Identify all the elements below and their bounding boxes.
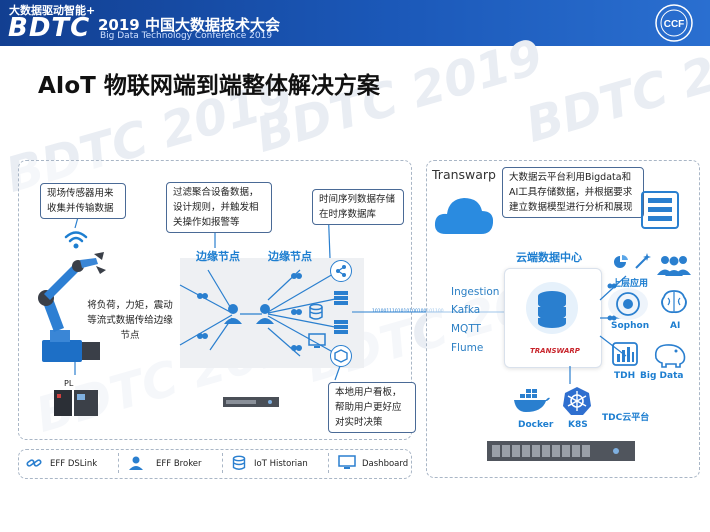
legend-divider: [222, 453, 224, 473]
link-icon: [26, 459, 42, 467]
slogan: 大数据驱动智能+: [9, 4, 96, 17]
tdh-label: TDH: [614, 371, 636, 381]
robot-arm-icon: [38, 252, 106, 362]
binary-stream: 1010011101010100100101100: [372, 309, 444, 314]
pie-chart-icon: [614, 254, 628, 268]
hexagon-icon: [330, 345, 352, 367]
hexagon-glyph: [334, 349, 348, 363]
sophon-label: Sophon: [611, 321, 650, 331]
share-icon: [330, 260, 352, 282]
server-rack-icon: [641, 191, 679, 229]
docker-icon: [514, 389, 550, 412]
k8s-label: K8S: [568, 420, 588, 430]
kubernetes-icon: [563, 387, 591, 415]
brand-logo: BDTC: [8, 13, 91, 43]
edge-node-label-2: 边缘节点: [268, 250, 312, 263]
wifi-icon: [64, 231, 88, 249]
upper-apps-label: 上层应用: [612, 279, 649, 289]
cloud-icon: [434, 198, 494, 234]
tdh-icon: [612, 342, 638, 366]
dashboard-icon: [308, 333, 326, 348]
ccf-seal-icon: CCF: [655, 4, 693, 42]
users-group-icon: [657, 256, 691, 276]
callout-filter: 过滤聚合设备数据，设计规则，并触发相关操作如报警等: [166, 182, 272, 233]
page-title: AIoT 物联网端到端整体解决方案: [38, 73, 380, 99]
docker-label: Docker: [518, 420, 554, 430]
legend-divider: [118, 453, 120, 473]
conference-title-cn: 2019 中国大数据技术大会: [98, 16, 280, 34]
callout-robot: 将负荷，力矩，震动等流式数据传给边缘节点: [87, 300, 173, 341]
user-icon: [129, 456, 143, 470]
protocol-flume: Flume: [451, 342, 484, 354]
legend-label: EFF Broker: [156, 459, 202, 469]
share-glyph: [336, 265, 346, 277]
legend-bar: [18, 449, 412, 479]
plc-label: PL: [64, 379, 74, 388]
dashboard-icon: [338, 455, 356, 469]
rack-server-icon: [223, 397, 279, 407]
database-icon: [309, 303, 323, 320]
rack-server-icon: [487, 441, 635, 461]
callout-sensor: 现场传感器用来收集并传输数据: [40, 183, 126, 219]
legend-label: IoT Historian: [254, 459, 308, 469]
protocol-mqtt: MQTT: [451, 323, 481, 335]
transwarp-title: Transwarp: [432, 167, 496, 182]
broker-user-icon: [256, 304, 274, 324]
transwarp-logo: TRANSWARP: [530, 347, 580, 355]
database-icon: [232, 455, 246, 470]
hadoop-elephant-icon: [654, 344, 686, 368]
callout-cloud-platform: 大数据云平台利用Bigdata和AI工具存储数据，并根据要求建立数据模型进行分析…: [502, 167, 644, 218]
ai-label: AI: [670, 321, 681, 331]
plc-device-icon: [54, 390, 98, 416]
protocol-ingestion: Ingestion: [451, 286, 500, 298]
header-banner: [0, 0, 710, 46]
server-icon: [334, 320, 348, 334]
edge-node-label-1: 边缘节点: [196, 250, 240, 263]
svg-text:CCF: CCF: [664, 19, 685, 30]
callout-local-dashboard: 本地用户看板，帮助用户更好应对实时决策: [328, 382, 416, 433]
brain-icon: [661, 290, 687, 314]
legend-divider: [328, 453, 330, 473]
server-icon: [334, 291, 348, 305]
protocol-kafka: Kafka: [451, 304, 481, 316]
tdc-label: TDC云平台: [602, 413, 650, 423]
legend-label: EFF DSLink: [50, 459, 98, 469]
sophon-icon: [616, 292, 640, 316]
broker-user-icon: [224, 304, 242, 324]
datacenter-icon: [526, 282, 578, 334]
callout-timeseries: 时间序列数据存储在时序数据库: [312, 189, 404, 225]
cloud-datacenter-label: 云端数据中心: [516, 251, 582, 264]
bigdata-label: Big Data: [640, 371, 684, 381]
conference-title-en: Big Data Technology Conference 2019: [100, 31, 273, 41]
wand-icon: [635, 253, 651, 269]
legend-label: Dashboard: [362, 459, 409, 469]
